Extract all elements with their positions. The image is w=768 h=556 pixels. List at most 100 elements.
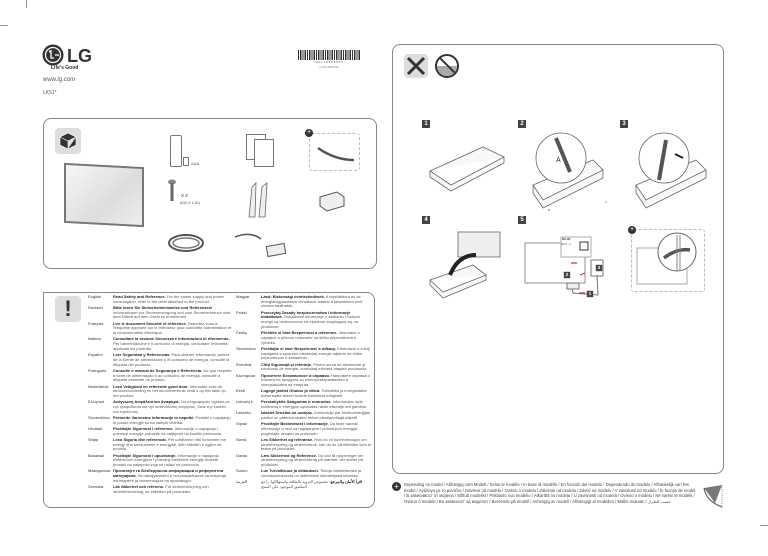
language-entry: Lietuvių k. Perskaitykite Saugumas ir nuo… (236, 399, 372, 409)
safety-body: Направете справка с етикета на продукта … (261, 372, 370, 387)
language-name: Македонски (88, 468, 111, 474)
safety-title: Lue Turvallisuus ja viittaukset. (261, 468, 319, 474)
language-text: Přečtěte si část Bezpečnost a reference.… (261, 330, 372, 345)
safety-title: Přečtěte si část Bezpečnost a reference. (261, 330, 338, 336)
language-entry: Français Lire le document Sécurité et réf… (88, 320, 232, 336)
battery-icon (183, 157, 189, 166)
language-name: Bosanski (88, 452, 105, 458)
language-text: Lexo Siguria dhe referencat. Për udhëzim… (113, 436, 232, 452)
cable-holder-detail (636, 232, 697, 285)
language-name: Slovenščina (88, 414, 110, 420)
safety-title: Bitte lesen Sie Sicherheitshinweise und … (113, 305, 213, 310)
language-name: Svenska (88, 484, 104, 490)
language-name: Česky (236, 330, 248, 336)
cable-holder-icon (317, 146, 355, 162)
safety-title: Pročitajte Sigurnost i upućivanje. (113, 452, 177, 458)
dc-in-voltage: (19 V ⎓) (561, 243, 571, 246)
language-name: Română (236, 361, 252, 367)
language-name: Shqip (88, 436, 99, 442)
safety-body: Da biste saznali informacije u vezi sa n… (261, 421, 359, 436)
safety-body: Informacije o napajanju i potrošnji ener… (113, 425, 222, 436)
tv-illustration (64, 162, 144, 228)
language-name: Lietuvių k. (236, 399, 255, 405)
lg-logo-icon: LG (42, 44, 92, 66)
safety-body: Informationen zur Stromversorgung und zu… (113, 309, 231, 320)
language-text: Les Sikkerhet og referanse. Hvis du vil … (261, 436, 372, 452)
safety-body: Per l'alimentazione e il consumo di ener… (113, 341, 228, 351)
language-text: Læs Sikkerhed og Reference. Du kan få op… (261, 452, 372, 468)
language-text: Citiţi Siguranţă şi referinţe. Pentru su… (261, 362, 372, 372)
language-name: Latviešu (236, 410, 251, 416)
crop-mark (760, 525, 768, 526)
safety-body: بخصوص التزويد بالطاقة واستهلاكها، راجع ا… (261, 479, 329, 490)
assembly-panel: 1 2 3 A A B 4 5 DC-IN (19 V ⎓) 1 2 3 + (392, 44, 724, 474)
warning-icon: ! (55, 296, 81, 322)
language-text: Perskaitykite Saugumas ir nuorodos. Info… (261, 399, 372, 409)
crop-mark (0, 25, 8, 26)
safety-title: Læs Sikkerhed og Reference. (261, 452, 318, 458)
safety-body: Για πληροφορίες σχετικά με την τροφοδοσί… (113, 399, 230, 414)
safety-body: Hvis du vil ha informasjon om strømforsy… (261, 436, 372, 452)
safety-title: Lire le document Sécurité et référence. (113, 320, 187, 326)
manual-icon (254, 139, 274, 167)
language-text: Lugege jaotist Ohutus ja viited. Toiteal… (261, 388, 372, 398)
language-entry: Česky Přečtěte si část Bezpečnost a refer… (236, 330, 372, 345)
safety-title: Przeczytaj Zasady bezpieczeństwa i infor… (261, 309, 351, 320)
power-cord-icon (168, 234, 204, 252)
safety-title: Ανάγνωση Ασφάλεια και Αναφορά. (113, 399, 180, 405)
screw-icon (168, 179, 176, 201)
language-name: Dansk (236, 452, 248, 458)
safety-body: Podatki o napajanju in porabi energije s… (113, 414, 231, 425)
language-text: اقرأ الأمان والمرجع. بخصوص التزويد بالطا… (261, 479, 372, 490)
safety-body: Informacijos apie maitinimą ir energijos… (261, 399, 368, 409)
language-text: Pročitajte Sigurnost i reference. Inform… (113, 425, 232, 436)
safety-title: Lexo Siguria dhe referencat. (113, 436, 167, 442)
safety-body: Reportez-vous à l'étiquette apposée sur … (113, 320, 232, 336)
language-name: Français (88, 320, 104, 326)
language-text: Lire le document Sécurité et référence. … (113, 320, 232, 336)
language-name: Español (88, 352, 103, 358)
language-name: العربية (236, 479, 247, 485)
step-2-stand-attach (532, 132, 604, 209)
language-name: Srpski (236, 421, 248, 427)
website: www.lg.com (43, 77, 76, 83)
language-text: Lásd: Biztonsági óvintézkedések. A tápel… (261, 294, 372, 309)
svg-text:LG: LG (67, 46, 92, 66)
safety-title: Perskaitykite Saugumas ir nuorodos. (261, 399, 332, 405)
model-number: LK51* (43, 90, 57, 96)
language-name: Ελληνικά (88, 399, 105, 405)
language-text: Izlasiet Drošība un uzziņas. Informāciju… (261, 410, 372, 420)
language-text: Pročitajte Bezbednost i informacije. Da … (261, 421, 372, 436)
stand-legs-icon (248, 182, 268, 218)
safety-body: Informatie over de stroomvoorziening en … (113, 383, 226, 398)
language-name: Hrvatski (88, 425, 103, 431)
language-entry: Hrvatski Pročitajte Sigurnost i reference… (88, 425, 232, 436)
safety-body: За напојувањето и потрошувачката на енер… (113, 473, 227, 483)
plus-icon: + (305, 129, 313, 137)
safety-title: Prečítajte si časť Bezpečnosť a odkazy. (261, 345, 337, 351)
page-fold-icon (703, 485, 723, 509)
safety-title: Consulte o manual de Segurança e Referên… (113, 367, 203, 373)
language-name: English (88, 294, 102, 299)
language-text: Bitte lesen Sie Sicherheitshinweise und … (113, 305, 232, 320)
safety-title: اقرأ الأمان والمرجع. (329, 479, 363, 485)
safety-body: Informácie o zdroji napájania a spotrebe… (261, 345, 370, 361)
barcode (298, 50, 360, 60)
optional-cable-holder-box: + (305, 129, 360, 171)
safety-body: Për udhëzimin mbi furnizimin me energji … (113, 436, 226, 452)
language-text: Ανάγνωση Ασφάλεια και Αναφορά. Για πληρο… (113, 399, 232, 414)
safety-title: Izlasiet Drošība un uzziņas. (261, 410, 314, 416)
language-name: Slovenčina (236, 345, 256, 351)
